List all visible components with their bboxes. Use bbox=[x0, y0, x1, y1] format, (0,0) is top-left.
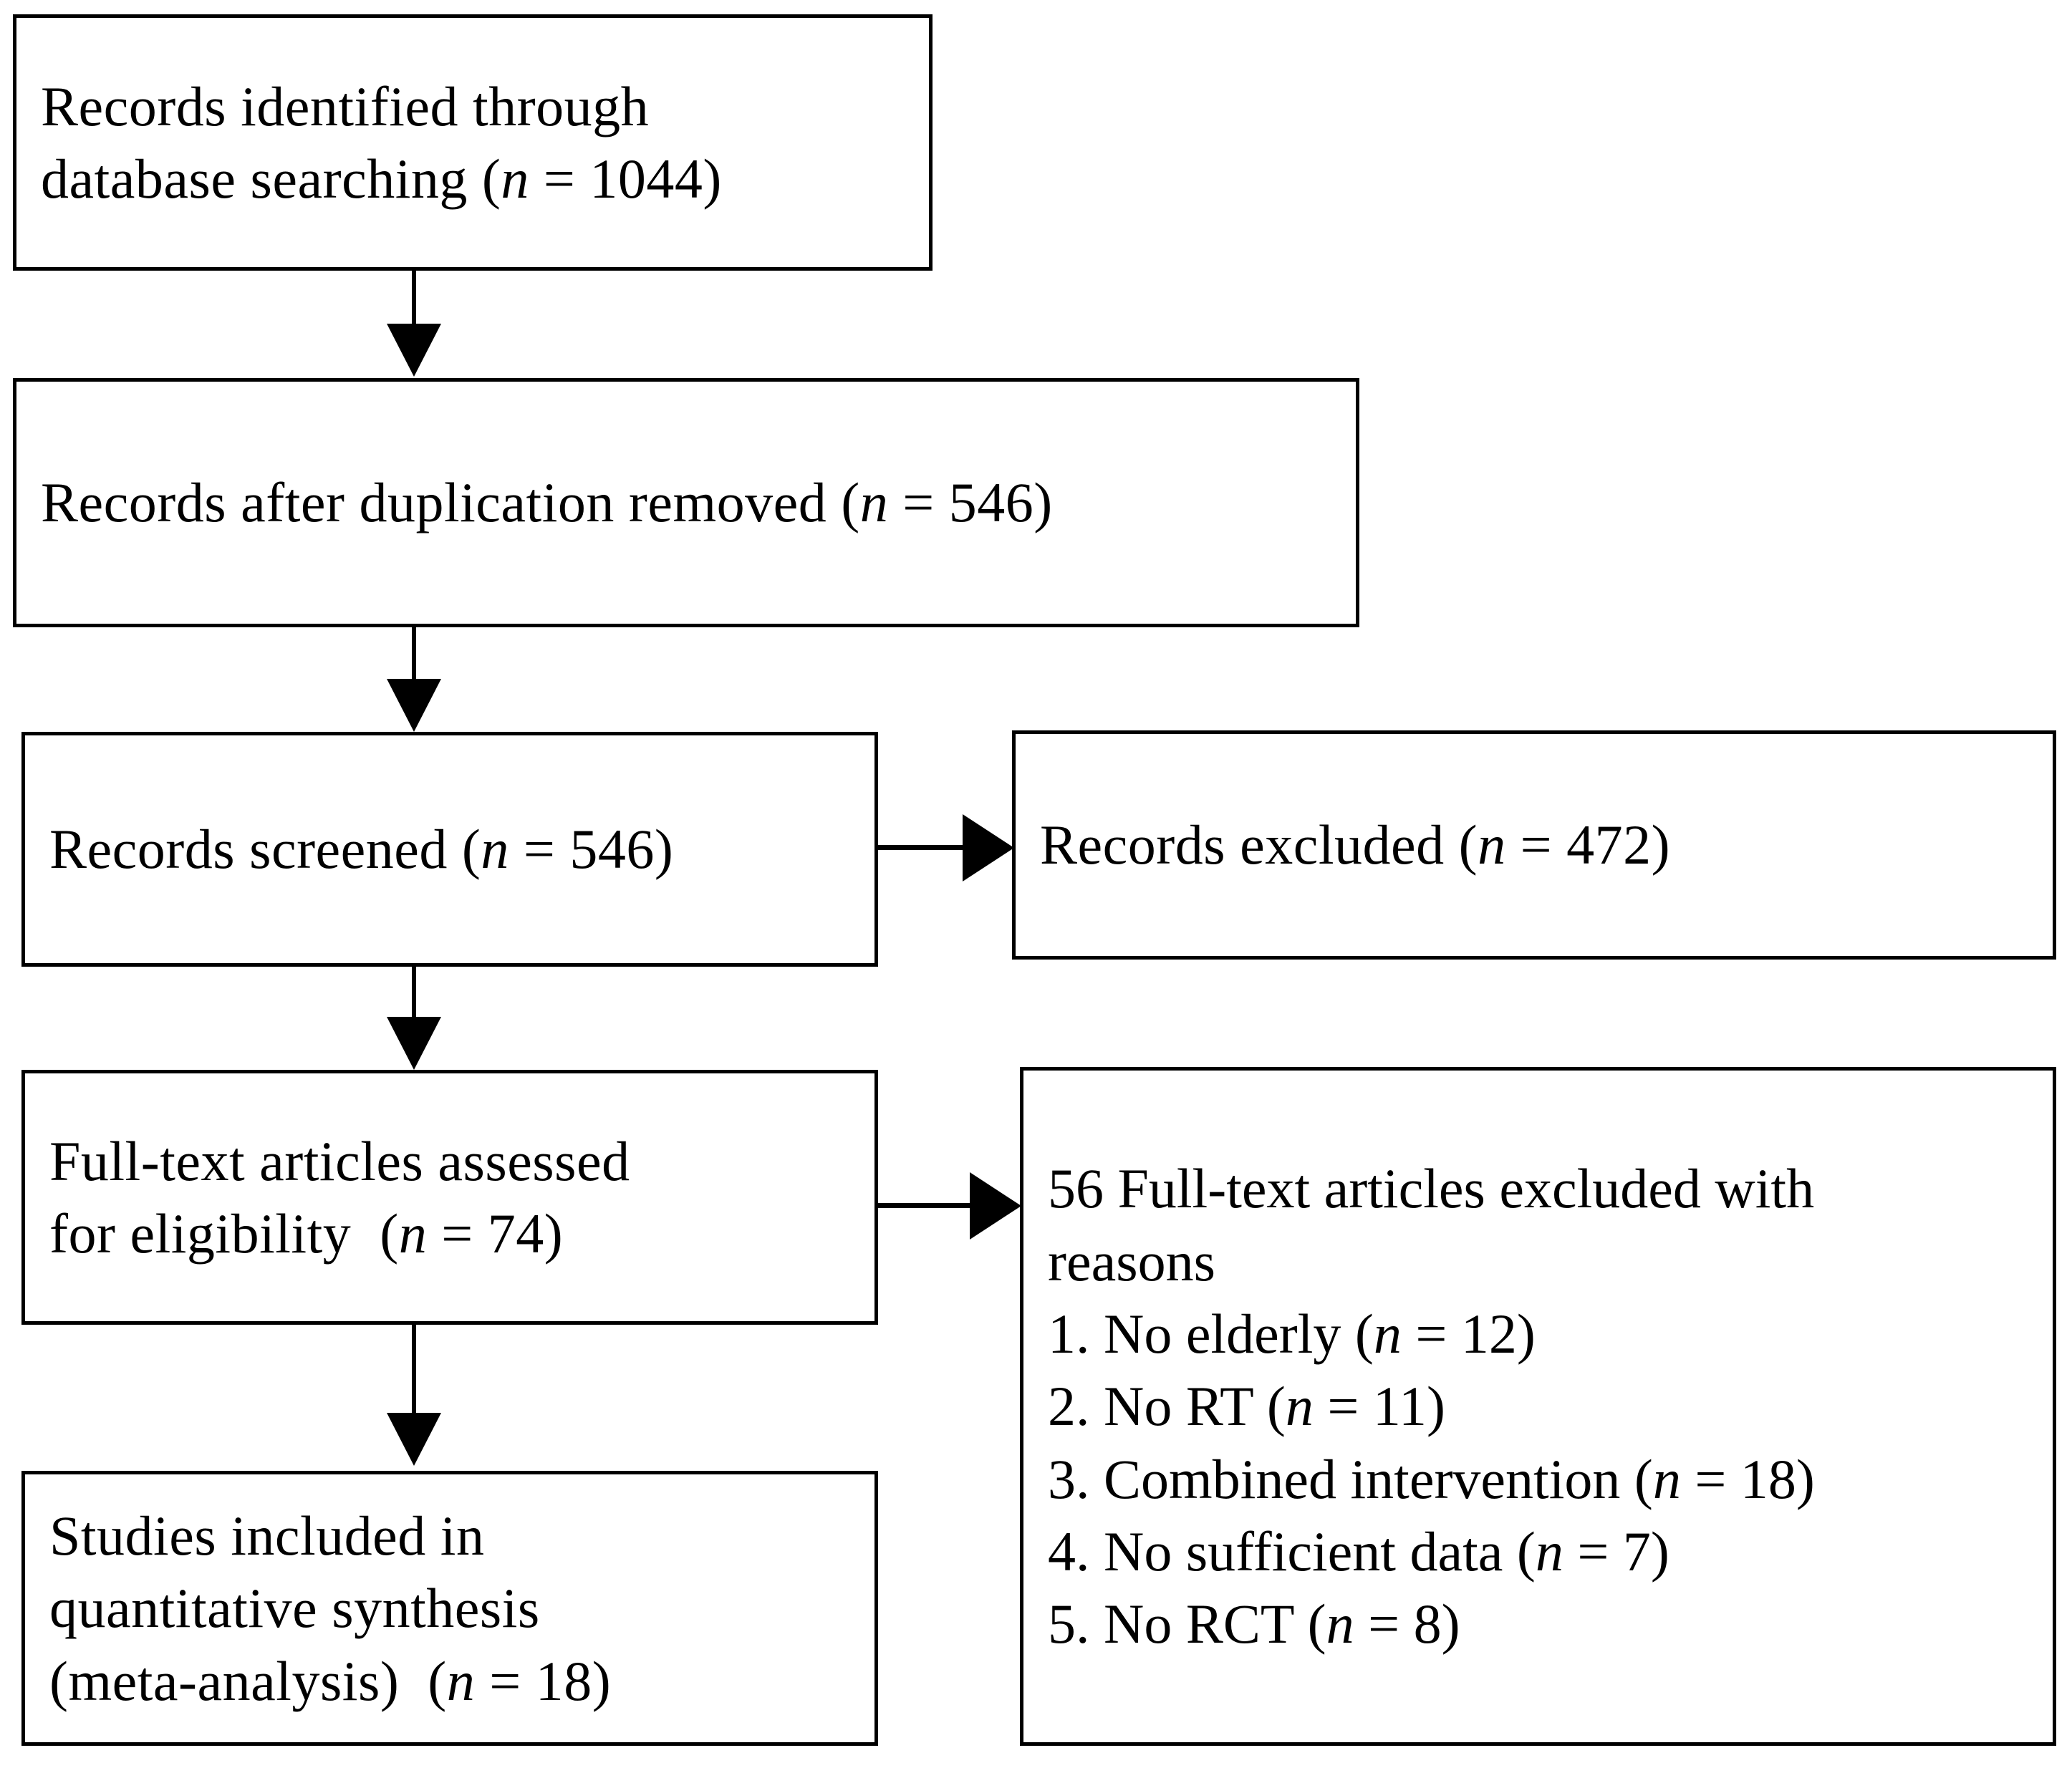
connector-screened-to-excluded-arrowhead bbox=[963, 814, 1014, 881]
box-records-screened: Records screened (n = 546) bbox=[21, 732, 878, 967]
connector-identified-to-dedup-arrowhead bbox=[387, 324, 441, 377]
exclusion-reason-4: 4. No sufficient data (n = 7) bbox=[1048, 1520, 1669, 1583]
box-records-after-duplication-removed-text: Records after duplication removed (n = 5… bbox=[41, 471, 1053, 534]
box-records-after-duplication-removed: Records after duplication removed (n = 5… bbox=[13, 378, 1359, 627]
connector-screened-to-fulltext-arrowhead bbox=[387, 1017, 441, 1070]
box-records-excluded: Records excluded (n = 472) bbox=[1012, 730, 2056, 960]
exclusion-reason-1: 1. No elderly (n = 12) bbox=[1048, 1302, 1536, 1365]
connector-identified-to-dedup-line bbox=[412, 271, 416, 347]
exclusion-reason-2: 2. No RT (n = 11) bbox=[1048, 1375, 1445, 1438]
connector-fulltext-to-reasons-arrowhead bbox=[970, 1172, 1021, 1240]
connector-fulltext-to-reasons-line bbox=[878, 1203, 973, 1208]
connector-screened-to-fulltext-line bbox=[412, 967, 416, 1040]
box-records-screened-text: Records screened (n = 546) bbox=[49, 818, 674, 881]
connector-dedup-to-screened-line bbox=[412, 627, 416, 700]
exclusion-reason-5: 5. No RCT (n = 8) bbox=[1048, 1593, 1460, 1656]
connector-fulltext-to-included-line bbox=[412, 1325, 416, 1425]
exclusion-reason-3: 3. Combined intervention (n = 18) bbox=[1048, 1447, 1815, 1510]
connector-screened-to-excluded-line bbox=[878, 845, 965, 850]
connector-dedup-to-screened-arrowhead bbox=[387, 679, 441, 732]
connector-fulltext-to-included-arrowhead bbox=[387, 1413, 441, 1466]
box-records-excluded-text: Records excluded (n = 472) bbox=[1040, 813, 1671, 876]
